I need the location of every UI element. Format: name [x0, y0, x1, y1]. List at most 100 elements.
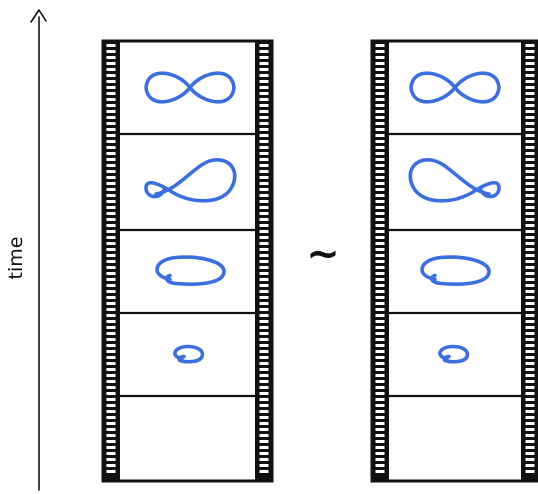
sprocket-hole: [375, 176, 385, 179]
sprocket-hole: [525, 458, 535, 461]
sprocket-hole: [259, 242, 269, 245]
sprocket-hole: [259, 458, 269, 461]
sprocket-hole: [525, 140, 535, 143]
sprocket-hole: [375, 440, 385, 443]
sprocket-hole: [106, 80, 116, 83]
sprocket-hole: [106, 62, 116, 65]
sprocket-hole: [259, 392, 269, 395]
sprocket-hole: [525, 308, 535, 311]
sprocket-hole: [525, 440, 535, 443]
sprocket-hole: [525, 296, 535, 299]
film-frame-3: [389, 231, 521, 312]
sprocket-hole: [106, 344, 116, 347]
sprocket-hole: [106, 116, 116, 119]
sprocket-hole: [375, 170, 385, 173]
sprocket-hole: [525, 284, 535, 287]
sprocket-hole: [106, 326, 116, 329]
sprocket-hole: [259, 464, 269, 467]
sprocket-hole: [375, 368, 385, 371]
sprocket-hole: [259, 206, 269, 209]
sprocket-hole: [375, 302, 385, 305]
sprocket-hole: [375, 236, 385, 239]
sprocket-hole: [525, 386, 535, 389]
sprocket-hole: [525, 446, 535, 449]
sprocket-hole: [375, 44, 385, 47]
sprocket-hole: [259, 296, 269, 299]
sprocket-hole: [259, 56, 269, 59]
sprocket-hole: [525, 170, 535, 173]
knot-drawing: [144, 71, 236, 104]
sprocket-hole: [259, 164, 269, 167]
sprocket-hole: [375, 110, 385, 113]
sprocket-hole: [525, 368, 535, 371]
sprocket-hole: [259, 422, 269, 425]
sprocket-hole: [106, 152, 116, 155]
small-loop-icon: [173, 344, 205, 364]
sprocket-hole: [525, 338, 535, 341]
sprocket-hole: [525, 122, 535, 125]
sprocket-hole: [525, 380, 535, 383]
sprocket-hole: [525, 200, 535, 203]
sprocket-hole: [375, 218, 385, 221]
film-frame-5: [120, 397, 255, 480]
sprocket-hole: [375, 356, 385, 359]
film-frame-4: [389, 314, 521, 395]
sprocket-hole: [106, 302, 116, 305]
sprocket-hole: [106, 146, 116, 149]
sprocket-hole: [259, 230, 269, 233]
sprocket-hole: [106, 320, 116, 323]
sprocket-hole: [525, 470, 535, 473]
sprocket-hole: [525, 176, 535, 179]
time-axis-arrowhead-icon: [30, 9, 47, 23]
sprocket-hole: [375, 380, 385, 383]
sprocket-hole: [259, 470, 269, 473]
sprocket-hole: [525, 302, 535, 305]
sprocket-hole: [525, 248, 535, 251]
sprocket-hole: [525, 230, 535, 233]
sprocket-hole: [106, 230, 116, 233]
sprocket-hole: [106, 398, 116, 401]
sprocket-hole: [375, 278, 385, 281]
sprocket-hole: [525, 146, 535, 149]
film-frame-2: [389, 135, 521, 229]
sprocket-hole: [259, 182, 269, 185]
sprocket-hole: [106, 356, 116, 359]
sprocket-hole: [525, 134, 535, 137]
sprocket-hole: [525, 206, 535, 209]
sprocket-hole: [525, 188, 535, 191]
sprocket-hole: [259, 314, 269, 317]
sprocket-hole: [525, 80, 535, 83]
sprocket-hole: [106, 374, 116, 377]
sprocket-hole: [375, 362, 385, 365]
sprocket-hole: [106, 296, 116, 299]
sprocket-hole: [375, 314, 385, 317]
sprocket-hole: [375, 74, 385, 77]
sprocket-hole: [375, 68, 385, 71]
sprocket-column-left: [372, 41, 388, 481]
sprocket-hole: [259, 338, 269, 341]
sprocket-hole: [259, 104, 269, 107]
filmstrip-right: [370, 39, 538, 483]
sprocket-hole: [106, 278, 116, 281]
sprocket-hole: [375, 398, 385, 401]
sprocket-hole: [259, 272, 269, 275]
large-loop-icon: [155, 255, 226, 286]
sprocket-hole: [259, 122, 269, 125]
sprocket-column-right: [256, 41, 272, 481]
sprocket-hole: [525, 212, 535, 215]
sprocket-hole: [106, 248, 116, 251]
sprocket-hole: [259, 44, 269, 47]
sprocket-hole: [259, 428, 269, 431]
sprocket-hole: [106, 236, 116, 239]
sprocket-hole: [525, 74, 535, 77]
sprocket-hole: [106, 128, 116, 131]
twisted-loop-icon: [408, 158, 501, 203]
sprocket-hole: [525, 62, 535, 65]
sprocket-hole: [259, 416, 269, 419]
sprocket-hole: [106, 314, 116, 317]
sprocket-hole: [106, 404, 116, 407]
figure-eight-knot-icon: [144, 71, 236, 104]
sprocket-hole: [259, 146, 269, 149]
sprocket-hole: [259, 290, 269, 293]
sprocket-hole: [259, 98, 269, 101]
